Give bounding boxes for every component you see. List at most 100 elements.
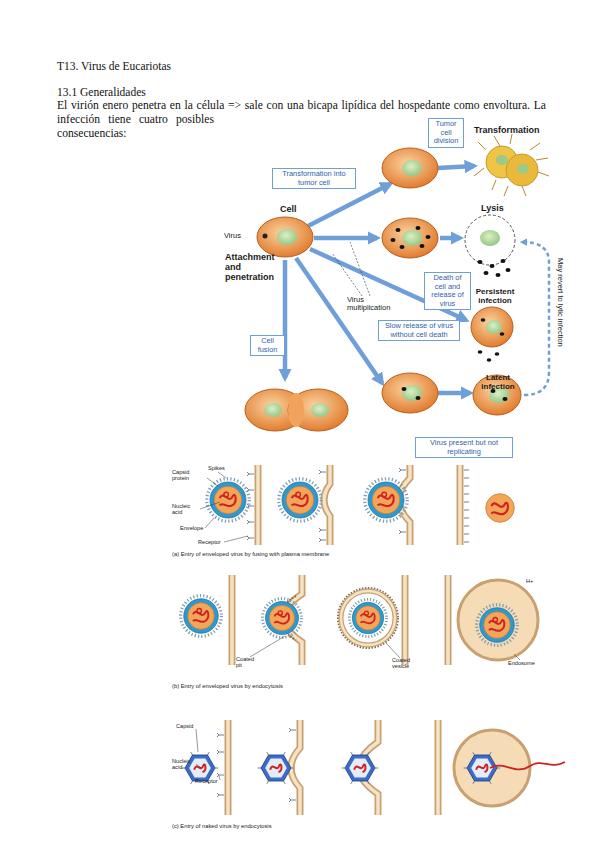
persistent-cell — [481, 318, 486, 322]
flow-arrows — [438, 166, 474, 168]
flow-arrows — [440, 236, 460, 241]
fused-cells — [311, 403, 329, 417]
endosome — [458, 580, 538, 660]
fused-cells — [288, 393, 304, 427]
enveloped-virus — [365, 479, 407, 521]
lysed-cell — [490, 264, 495, 268]
infected-cell — [382, 373, 438, 413]
tumor-cells — [492, 180, 496, 190]
membrane — [324, 465, 330, 545]
symbol-label: H+ — [526, 578, 533, 584]
host-cell — [257, 217, 313, 257]
fused-cells — [264, 403, 282, 417]
virus-label: Virus — [224, 232, 241, 240]
infected-cell — [402, 385, 422, 401]
fused-cells — [245, 389, 305, 431]
lysing-cell — [416, 226, 421, 230]
fused-cells — [288, 389, 348, 431]
membrane — [403, 575, 407, 665]
persistent-cell — [500, 332, 505, 336]
enveloped-virus — [349, 599, 386, 636]
leader-line — [200, 502, 220, 509]
lysing-cell — [420, 244, 425, 248]
leader-line — [386, 643, 400, 658]
membrane — [228, 720, 438, 815]
box-text: Slow release of virus without cell death — [381, 322, 457, 339]
wrap-spacer — [546, 99, 547, 113]
cell-label: Cell — [280, 205, 297, 215]
enveloped-virus — [207, 479, 249, 521]
part-label: Receptor — [198, 539, 221, 545]
outcome-label: Lysis — [481, 204, 504, 214]
part-label: Nucleic acid — [172, 758, 198, 771]
lysed-cell — [501, 259, 506, 263]
part-label: Capsid protein — [172, 469, 206, 482]
coated-vesicle — [341, 591, 395, 645]
box-text: Transformation into tumor cell — [275, 170, 353, 187]
part-label: Capsid — [176, 723, 193, 729]
flow-arrows — [308, 184, 390, 226]
tumor-cells — [504, 186, 508, 196]
revert-arrow — [522, 242, 549, 395]
receptor — [247, 472, 254, 540]
leader-line — [332, 253, 362, 296]
leader-line — [207, 478, 218, 486]
endosome — [458, 580, 538, 660]
callout-box: Transformation into tumor cell — [272, 168, 356, 189]
leader-line — [250, 636, 520, 660]
leader-line — [250, 636, 285, 657]
host-cell — [263, 234, 268, 239]
membrane — [258, 465, 460, 545]
lysing-cell — [402, 230, 422, 246]
tumor-cells — [478, 142, 486, 150]
arrow-label: May revert to lytic infection — [556, 258, 564, 347]
membrane — [225, 720, 232, 815]
leader-line — [332, 242, 370, 296]
membrane — [258, 465, 460, 545]
membrane — [256, 465, 260, 545]
box-text: Virus present but not replicating — [418, 439, 510, 456]
tumor-cells — [474, 134, 549, 196]
membrane — [255, 465, 262, 545]
membrane — [435, 720, 442, 815]
box-text: Cell fusion — [253, 337, 282, 354]
naked-virus — [182, 752, 219, 784]
outcome-label: Latent infection — [472, 374, 524, 392]
transforming-cell — [382, 148, 438, 188]
latent-cell — [503, 397, 508, 401]
part-label: Endosome — [508, 660, 535, 666]
persistent-cell — [471, 307, 513, 347]
naked-virus — [342, 752, 379, 784]
callout-box: Death of cell and release of virus — [424, 272, 471, 310]
part-label: Nucleic acid — [172, 503, 200, 516]
box-text: Tumor cell division — [431, 120, 461, 146]
callout-box: Cell fusion — [250, 335, 285, 356]
callout-box: Tumor cell division — [428, 118, 464, 148]
tumor-cells — [496, 155, 508, 165]
tumor-cells — [474, 134, 549, 196]
membrane — [446, 575, 450, 665]
leader-line — [200, 472, 248, 542]
lysed-cell — [465, 215, 515, 265]
membrane — [436, 720, 440, 815]
lysed-cell — [496, 273, 501, 277]
lysed-cell — [506, 268, 511, 272]
paragraph-wrap: El virión enero penetra en la célula => … — [57, 99, 547, 173]
callout-box: Slow release of virus without cell death — [378, 320, 460, 341]
coated-vesicle — [341, 591, 395, 645]
lysing-cell — [382, 218, 438, 258]
callout-box: Virus present but not replicating — [415, 437, 513, 458]
step-label: Attachment and penetration — [225, 253, 291, 283]
persistent-cell — [471, 307, 513, 362]
enveloped-virus — [477, 605, 518, 646]
naked-virus — [258, 752, 295, 784]
leader-line — [196, 729, 198, 752]
receptor — [319, 470, 326, 542]
panel-caption: (a) Entry of enveloped virus by fusing w… — [172, 551, 329, 558]
leader-line — [219, 776, 220, 780]
enveloped-virus — [279, 479, 321, 521]
membrane — [445, 575, 452, 665]
flow-arrows — [314, 236, 377, 241]
infected-cell — [382, 373, 438, 413]
outcome-label: Persistent infection — [464, 288, 526, 306]
